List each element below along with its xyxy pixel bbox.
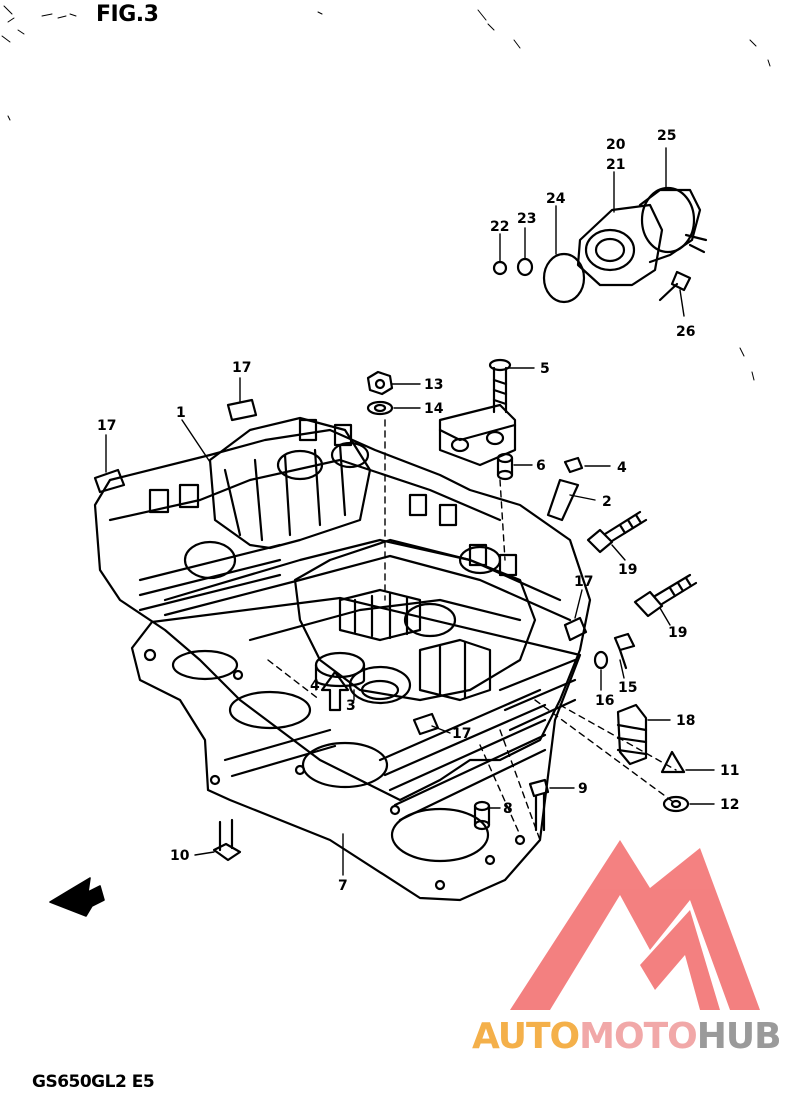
head-gasket xyxy=(130,596,582,902)
spark-plug-1 xyxy=(586,510,648,554)
front-arrow xyxy=(49,877,105,917)
callout-24: 24 xyxy=(546,191,566,207)
plug-cap-4 xyxy=(412,712,440,736)
oil-plug xyxy=(546,456,584,522)
brand-part-2: MOTO xyxy=(579,1016,698,1057)
model-code: GS650GL2 E5 xyxy=(32,1072,155,1092)
acorn-nut xyxy=(366,370,394,396)
nut-washer xyxy=(366,400,394,416)
callout-1: 1 xyxy=(176,405,186,421)
rubber-block xyxy=(616,703,648,766)
callout-17-top: 17 xyxy=(232,360,251,376)
bolt-15 xyxy=(613,632,636,670)
washer-23 xyxy=(516,257,534,277)
callout-12: 12 xyxy=(720,797,739,813)
brand-part-3: HUB xyxy=(696,1016,782,1057)
callout-11: 11 xyxy=(720,763,739,779)
leader-lines xyxy=(105,147,715,876)
callout-5: 5 xyxy=(540,361,550,377)
callout-numbers: 1 2 3 4 4 5 6 7 8 9 10 11 12 13 14 15 16… xyxy=(97,128,739,894)
screw-22 xyxy=(492,260,508,276)
callout-14: 14 xyxy=(424,401,444,417)
watermark-logo xyxy=(510,840,760,1010)
spark-plug-2 xyxy=(633,573,698,618)
callout-20: 20 xyxy=(606,137,626,153)
scan-noise xyxy=(1,5,771,381)
cam-cap xyxy=(438,403,517,467)
dowel-pin xyxy=(496,452,514,481)
callout-17-bottom: 17 xyxy=(452,726,471,742)
callout-23: 23 xyxy=(517,211,536,227)
callout-4-top: 4 xyxy=(617,460,627,476)
plug-cap-1 xyxy=(226,398,258,422)
washer-12 xyxy=(662,795,690,813)
callout-26: 26 xyxy=(676,324,695,340)
callout-18: 18 xyxy=(676,713,695,729)
stud-bolt-9 xyxy=(528,778,550,832)
plug-cap-3 xyxy=(563,616,588,642)
bolt-10 xyxy=(212,818,242,862)
dowel-8 xyxy=(473,800,491,831)
callout-19-top: 19 xyxy=(618,562,637,578)
watermark-brand: AUTOMOTOHUB xyxy=(472,1016,782,1057)
callout-25: 25 xyxy=(657,128,676,144)
callout-8: 8 xyxy=(503,801,513,817)
callout-13: 13 xyxy=(424,377,443,393)
callout-2: 2 xyxy=(602,494,612,510)
callout-4-mid: 4 xyxy=(310,678,320,694)
callout-3: 3 xyxy=(346,698,356,714)
callout-15: 15 xyxy=(618,680,637,696)
callout-21: 21 xyxy=(606,157,625,173)
callout-10: 10 xyxy=(170,848,190,864)
callout-9: 9 xyxy=(578,781,588,797)
callout-19-bottom: 19 xyxy=(668,625,687,641)
washer-16 xyxy=(593,650,609,670)
cap-nut-11 xyxy=(660,750,686,774)
callout-16: 16 xyxy=(595,693,614,709)
callout-17-right: 17 xyxy=(574,574,593,590)
cap-bolt xyxy=(488,358,512,414)
o-ring-24 xyxy=(542,252,586,304)
callout-7: 7 xyxy=(338,878,348,894)
clamp-screw-26 xyxy=(658,270,692,302)
figure-title: FIG.3 xyxy=(96,2,159,27)
callout-17-left: 17 xyxy=(97,418,116,434)
callout-22: 22 xyxy=(490,219,509,235)
brand-part-1: AUTO xyxy=(472,1016,580,1057)
intake-pipe xyxy=(576,186,708,287)
plug-cap-2 xyxy=(93,468,126,494)
cylinder-head xyxy=(93,416,592,822)
callout-6: 6 xyxy=(536,458,546,474)
